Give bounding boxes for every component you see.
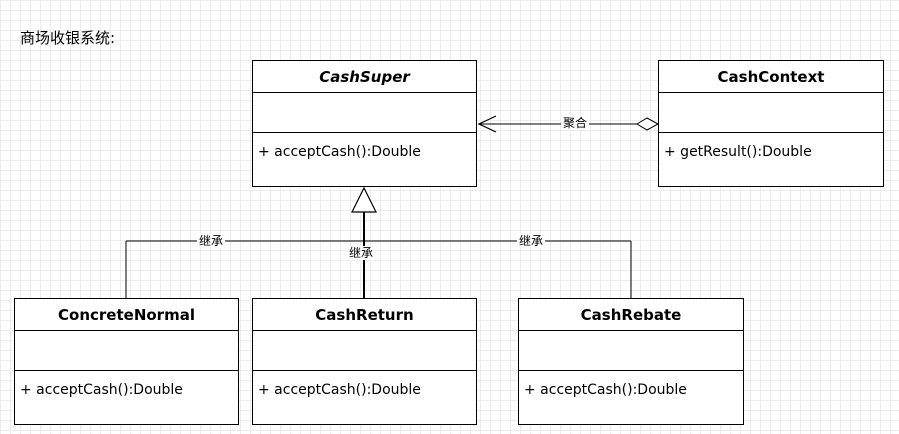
operations-section: + getResult():Double [659, 133, 883, 186]
class-name: ConcreteNormal [15, 299, 238, 331]
operations-section: + acceptCash():Double [253, 371, 476, 424]
attributes-section [253, 93, 476, 133]
class-cash-rebate[interactable]: CashRebate + acceptCash():Double [518, 298, 744, 425]
operations-section: + acceptCash():Double [253, 133, 476, 186]
class-cash-context[interactable]: CashContext + getResult():Double [658, 60, 884, 187]
inherit-label-left: 继承 [197, 234, 226, 248]
aggregation-label: 聚合 [561, 116, 590, 130]
operation: + getResult():Double [664, 144, 812, 160]
class-concrete-normal[interactable]: ConcreteNormal + acceptCash():Double [14, 298, 239, 425]
inherit-label-center: 继承 [347, 246, 376, 260]
attributes-section [253, 331, 476, 371]
aggregation-open-arrowhead [477, 115, 497, 133]
class-cash-super[interactable]: CashSuper + acceptCash():Double [252, 60, 477, 187]
inherit-label-right: 继承 [517, 234, 546, 248]
attributes-section [519, 331, 743, 371]
operation: + acceptCash():Double [20, 382, 183, 398]
attributes-section [659, 93, 883, 133]
operation: + acceptCash():Double [258, 382, 421, 398]
attributes-section [15, 331, 238, 371]
generalization-arrowhead [351, 186, 377, 213]
class-name: CashSuper [253, 61, 476, 93]
operation: + acceptCash():Double [258, 144, 421, 160]
operations-section: + acceptCash():Double [15, 371, 238, 424]
operation: + acceptCash():Double [524, 382, 687, 398]
aggregation-diamond [636, 117, 660, 131]
diagram-caption: 商场收银系统: [20, 29, 116, 47]
class-name: CashRebate [519, 299, 743, 331]
class-cash-return[interactable]: CashReturn + acceptCash():Double [252, 298, 477, 425]
class-name: CashContext [659, 61, 883, 93]
class-name: CashReturn [253, 299, 476, 331]
operations-section: + acceptCash():Double [519, 371, 743, 424]
